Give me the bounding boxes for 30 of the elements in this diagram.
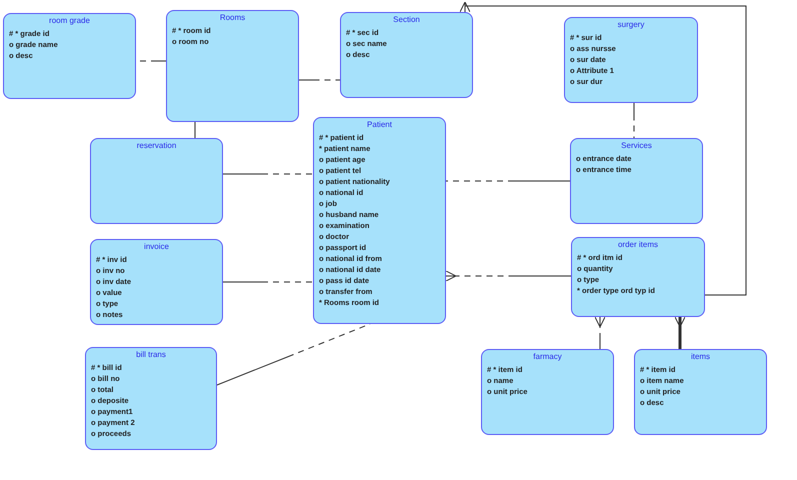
entity-box	[340, 12, 473, 98]
entity-title: items	[690, 351, 712, 362]
entity-title: Section	[392, 14, 421, 25]
entity-title: room grade	[48, 15, 91, 26]
entity-box	[570, 138, 703, 224]
entity-title: surgery	[616, 19, 646, 30]
entity-title: Patient	[366, 119, 393, 130]
entity-title: reservation	[136, 140, 178, 151]
entity-box	[90, 138, 223, 224]
relationship-line	[446, 180, 570, 182]
entity-box	[166, 10, 299, 122]
relationship-line	[446, 270, 572, 282]
entity-title: invoice	[143, 241, 170, 252]
entity-title: Rooms	[218, 12, 246, 23]
entity-title: Services	[620, 140, 653, 151]
relationship-line	[194, 122, 196, 138]
entity-box	[564, 17, 698, 103]
entity-box	[3, 13, 136, 99]
relationship-line	[460, 2, 746, 296]
entity-box	[85, 347, 217, 450]
entity-box	[90, 239, 223, 325]
entity-title: farmacy	[532, 351, 563, 362]
relationship-line	[674, 316, 686, 349]
entity-title: order items	[616, 239, 659, 250]
entity-box	[481, 349, 614, 435]
entity-box	[571, 237, 705, 317]
entity-box	[634, 349, 767, 435]
relationship-line	[594, 316, 606, 350]
entity-box	[313, 117, 446, 324]
entity-title: bill trans	[135, 349, 167, 360]
